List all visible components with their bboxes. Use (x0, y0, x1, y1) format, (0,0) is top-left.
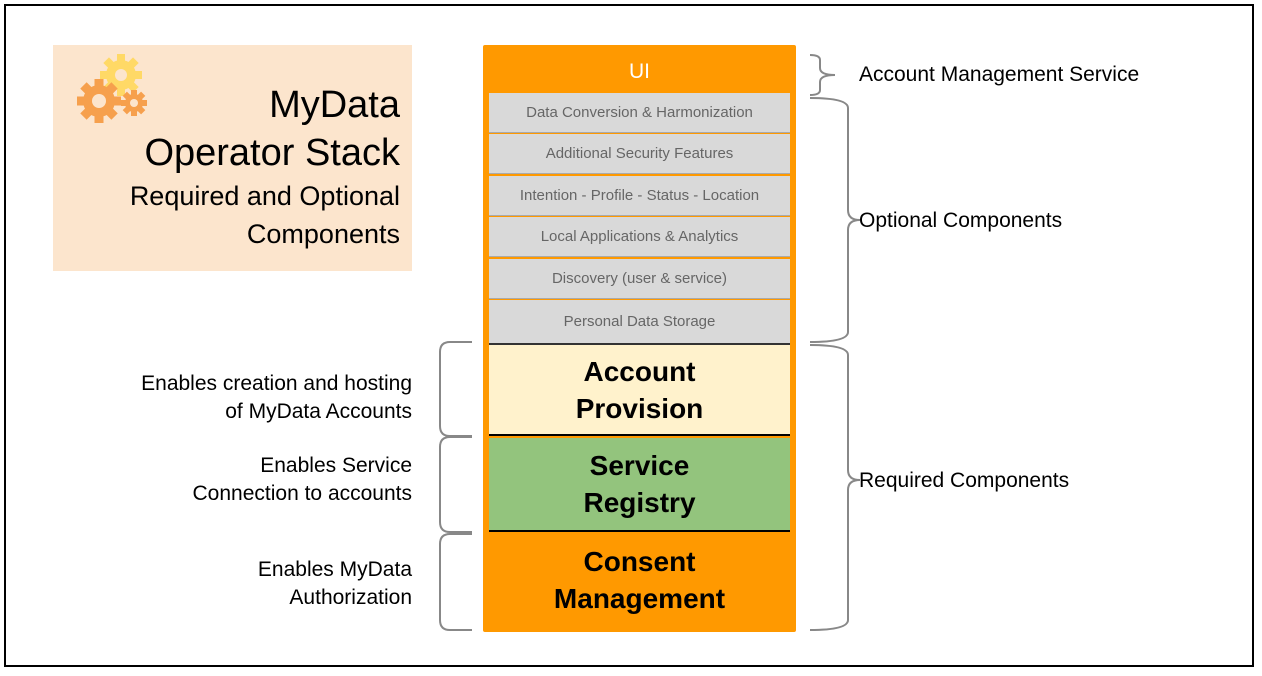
optional-layer-data-conversion: Data Conversion & Harmonization (489, 93, 790, 133)
ui-layer-label: UI (629, 60, 650, 83)
service-registry-line-1: Service (589, 450, 690, 481)
annotation-service-registry-line-2: Connection to accounts (192, 482, 412, 505)
subtitle-line-1: Required and Optional (129, 181, 400, 211)
gears-icon (77, 54, 147, 123)
title-panel: MyData Operator Stack Required and Optio… (53, 45, 412, 271)
annotation-account-provision-line-2: of MyData Accounts (225, 400, 412, 423)
optional-layer-intention: Intention - Profile - Status - Location (489, 176, 790, 216)
annotation-consent-management: Enables MyData Authorization (258, 556, 412, 612)
account-provision-line-1: Account (583, 355, 696, 387)
title-line-1: MyData (269, 84, 400, 126)
consent-management-line-1: Consent (583, 546, 696, 577)
label-required-components: Required Components (859, 469, 1070, 492)
annotation-consent-management-line-2: Authorization (289, 586, 412, 609)
title-line-2: Operator Stack (144, 132, 400, 174)
annotation-account-provision: Enables creation and hosting of MyData A… (141, 370, 412, 426)
account-provision-line-2: Provision (575, 392, 704, 424)
consent-management-line-2: Management (553, 583, 726, 614)
title-main: MyData Operator Stack (144, 81, 400, 177)
optional-layer-storage: Personal Data Storage (489, 300, 790, 343)
title-subtitle: Required and Optional Components (130, 177, 400, 253)
required-layer-account-provision: Account Provision (489, 343, 790, 436)
optional-layer-discovery: Discovery (user & service) (489, 259, 790, 299)
annotation-consent-management-line-1: Enables MyData (257, 558, 412, 581)
optional-layer-local-apps: Local Applications & Analytics (489, 217, 790, 257)
required-layer-service-registry: Service Registry (489, 438, 790, 532)
label-account-management-service: Account Management Service (859, 63, 1140, 86)
optional-layer-security: Additional Security Features (489, 134, 790, 174)
subtitle-line-2: Components (246, 219, 400, 249)
label-optional-components: Optional Components (859, 209, 1063, 232)
service-registry-line-2: Registry (583, 487, 696, 518)
required-layer-consent-management: Consent Management (489, 534, 790, 626)
annotation-service-registry: Enables Service Connection to accounts (193, 452, 412, 508)
annotation-account-provision-line-1: Enables creation and hosting (141, 372, 412, 395)
annotation-service-registry-line-1: Enables Service (260, 454, 412, 477)
